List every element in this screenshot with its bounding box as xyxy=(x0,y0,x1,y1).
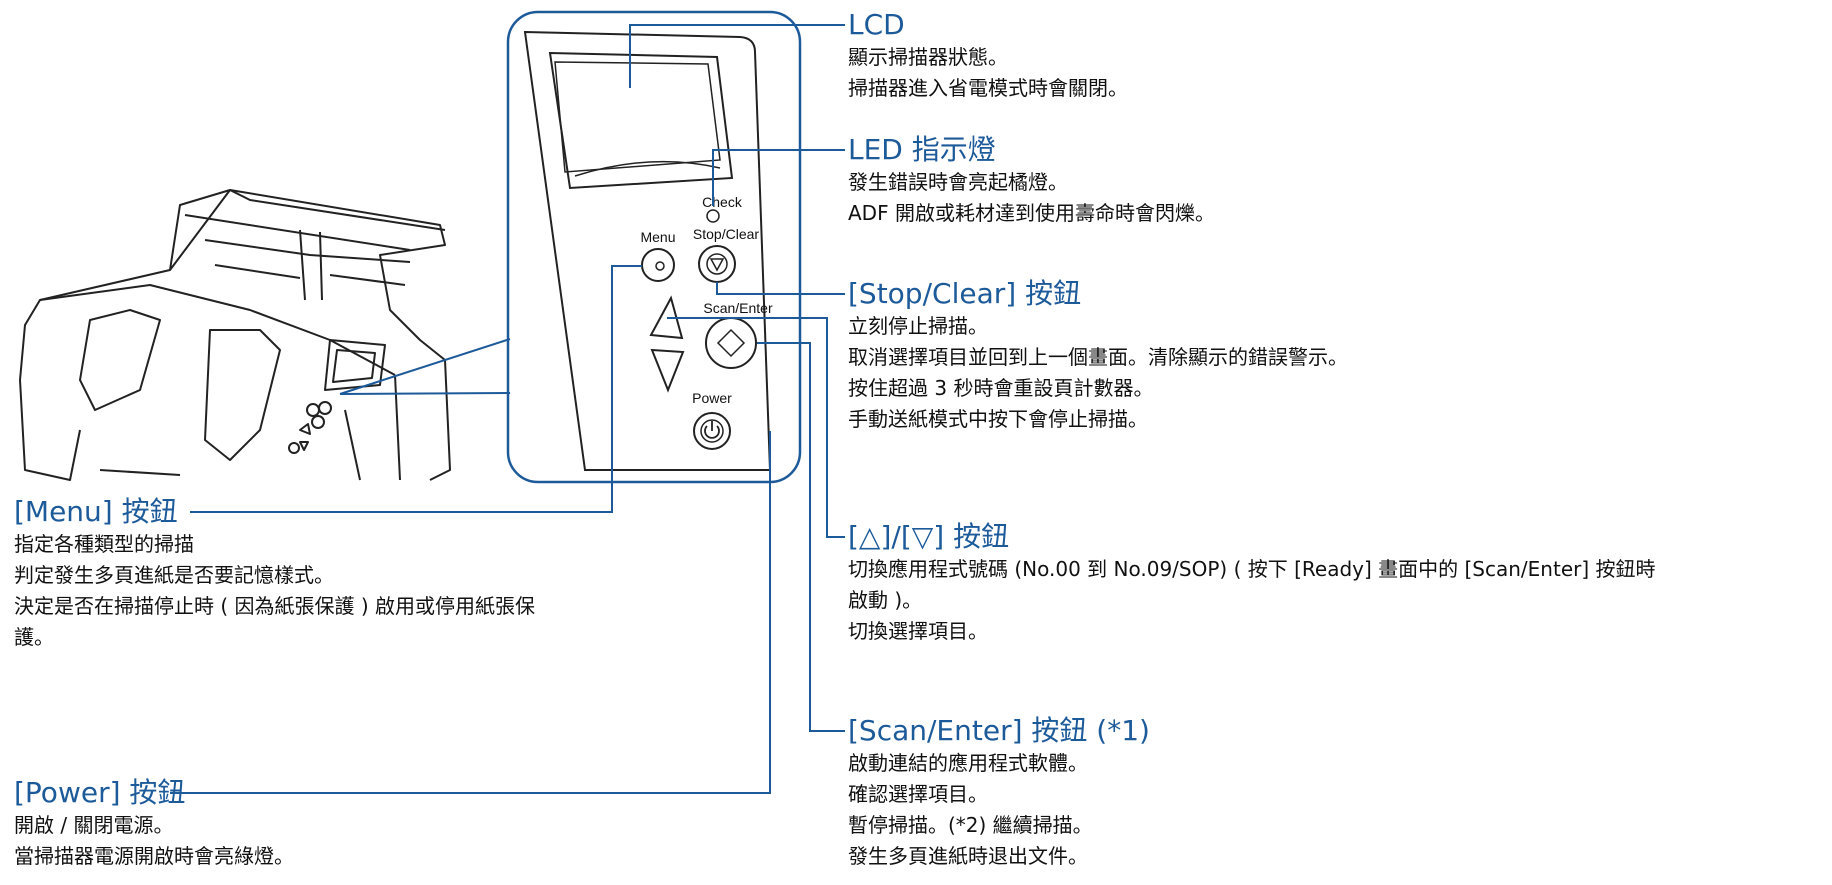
lcd-screen xyxy=(548,51,734,190)
menu-line-2: 判定發生多頁進紙是否要記憶樣式。 xyxy=(14,563,334,587)
lcd-heading: LCD xyxy=(848,8,905,41)
callout-stop-clear: [Stop/Clear] 按鈕 立刻停止掃描。 取消選擇項目並回到上一個畫面。清… xyxy=(848,277,1348,435)
stop-clear-line-1: 立刻停止掃描。 xyxy=(848,314,988,338)
panel-face xyxy=(523,30,772,471)
stop-clear-button[interactable] xyxy=(698,245,736,283)
leader-stop-clear xyxy=(716,282,845,295)
lcd-curve xyxy=(574,160,721,177)
check-label: Check xyxy=(702,194,743,210)
menu-line-3: 決定是否在掃描停止時 ( 因為紙張保護 ) 啟用或停用紙張保 xyxy=(14,594,536,618)
scanner-illustration xyxy=(19,189,451,481)
callout-power: [Power] 按鈕 開啟 / 關閉電源。 當掃描器電源開啟時會亮綠燈。 xyxy=(14,776,294,872)
lcd-line-1: 顯示掃描器狀態。 xyxy=(848,45,1008,69)
down-button[interactable] xyxy=(650,348,685,393)
callout-led: LED 指示燈 發生錯誤時會亮起橘燈。 ADF 開啟或耗材達到使用壽命時會閃爍。 xyxy=(848,133,1215,229)
stop-clear-label: Stop/Clear xyxy=(693,226,759,242)
scan-enter-line-3: 暫停掃描。(*2) 繼續掃描。 xyxy=(848,813,1093,837)
leader-updown xyxy=(667,317,845,538)
menu-heading: [Menu] 按鈕 xyxy=(14,495,178,528)
callout-scan-enter: [Scan/Enter] 按鈕 (*1) 啟動連結的應用程式軟體。 確認選擇項目… xyxy=(848,714,1150,872)
power-line-1: 開啟 / 關閉電源。 xyxy=(14,813,174,837)
stop-clear-line-2: 取消選擇項目並回到上一個畫面。清除顯示的錯誤警示。 xyxy=(848,345,1348,369)
scan-enter-icon xyxy=(716,328,746,358)
callout-menu: [Menu] 按鈕 指定各種類型的掃描 判定發生多頁進紙是否要記憶樣式。 決定是… xyxy=(14,495,714,653)
leader-power xyxy=(170,431,771,794)
leader-led xyxy=(712,149,845,206)
leader-scan-enter xyxy=(757,342,845,732)
led-line-1: 發生錯誤時會亮起橘燈。 xyxy=(848,170,1068,194)
callout-lcd: LCD 顯示掃描器狀態。 掃描器進入省電模式時會關閉。 xyxy=(848,8,1128,104)
scan-enter-line-2: 確認選擇項目。 xyxy=(848,782,988,806)
menu-label: Menu xyxy=(640,229,675,245)
scan-enter-label: Scan/Enter xyxy=(703,300,773,316)
led-indicator xyxy=(706,209,720,223)
operator-panel: Check Menu Stop/Clear Scan/Enter Power xyxy=(506,10,802,484)
callout-updown: [△]/[▽] 按鈕 切換應用程式號碼 (No.00 到 No.09/SOP) … xyxy=(848,520,1828,647)
lcd-inner xyxy=(554,61,721,173)
zoom-lines xyxy=(339,338,511,395)
scan-enter-heading: [Scan/Enter] 按鈕 (*1) xyxy=(848,714,1150,747)
panel-frame xyxy=(506,10,802,484)
leader-lines xyxy=(170,24,845,794)
updown-line-1: 切換應用程式號碼 (No.00 到 No.09/SOP) ( 按下 [Ready… xyxy=(848,557,1656,581)
power-heading: [Power] 按鈕 xyxy=(14,776,186,809)
led-heading: LED 指示燈 xyxy=(848,133,996,166)
stop-clear-inner xyxy=(706,253,728,275)
updown-line-2: 啟動 )。 xyxy=(848,588,923,612)
power-label: Power xyxy=(692,390,732,406)
scan-enter-line-1: 啟動連結的應用程式軟體。 xyxy=(848,751,1088,775)
stop-triangle-icon xyxy=(709,258,725,272)
menu-line-1: 指定各種類型的掃描 xyxy=(14,532,194,556)
leader-menu xyxy=(190,265,642,513)
scan-enter-button[interactable] xyxy=(705,317,757,369)
stop-clear-line-3: 按住超過 3 秒時會重設頁計數器。 xyxy=(848,376,1154,400)
lcd-line-2: 掃描器進入省電模式時會關閉。 xyxy=(848,76,1128,100)
led-line-2: ADF 開啟或耗材達到使用壽命時會閃爍。 xyxy=(848,201,1215,225)
menu-button[interactable] xyxy=(641,248,675,282)
stop-clear-line-4: 手動送紙模式中按下會停止掃描。 xyxy=(848,407,1148,431)
scan-enter-line-4: 發生多頁進紙時退出文件。 xyxy=(848,844,1088,868)
updown-line-3: 切換選擇項目。 xyxy=(848,619,988,643)
power-button-ring xyxy=(700,419,724,443)
power-icon xyxy=(704,421,720,439)
leader-lcd xyxy=(629,24,845,88)
updown-heading: [△]/[▽] 按鈕 xyxy=(848,520,1010,553)
menu-button-dot xyxy=(655,261,665,271)
power-line-2: 當掃描器電源開啟時會亮綠燈。 xyxy=(14,844,294,868)
menu-line-4: 護。 xyxy=(14,625,54,649)
stop-clear-heading: [Stop/Clear] 按鈕 xyxy=(848,277,1082,310)
